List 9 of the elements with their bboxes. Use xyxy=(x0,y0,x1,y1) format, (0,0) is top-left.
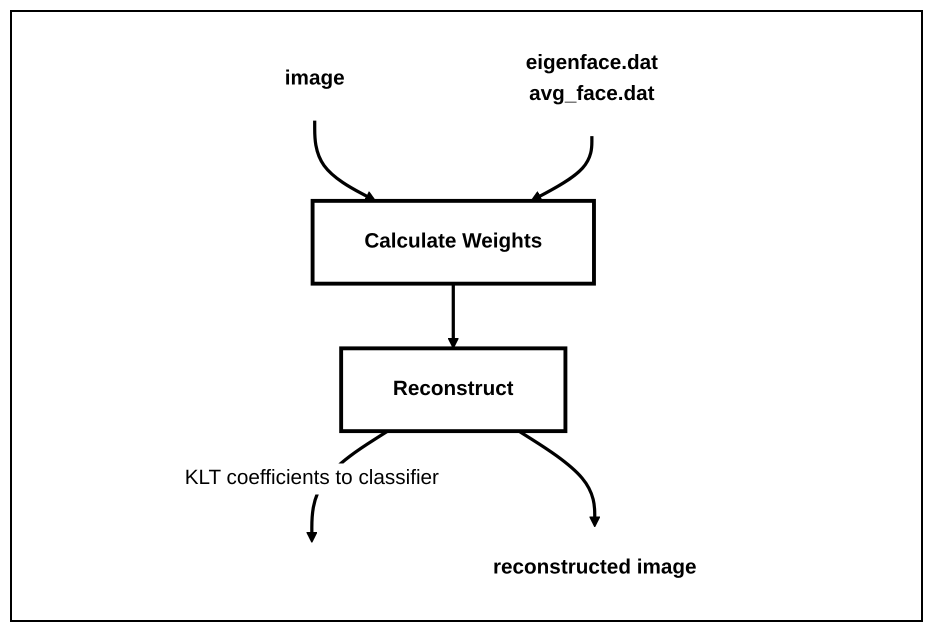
arrow xyxy=(448,284,459,349)
arrow xyxy=(313,120,376,202)
node-text: eigenface.dat avg_face.dat xyxy=(526,52,658,106)
node-text: reconstructed image xyxy=(492,556,697,579)
node-box xyxy=(339,346,568,434)
arrow xyxy=(530,136,594,202)
node-text: image xyxy=(284,68,345,90)
flowchart: image eigenface.dat avg_face.dat Calculate Weights Reconstruct KLT coefficients to classifier reconstructed image xyxy=(12,12,921,620)
node-box xyxy=(310,198,596,286)
